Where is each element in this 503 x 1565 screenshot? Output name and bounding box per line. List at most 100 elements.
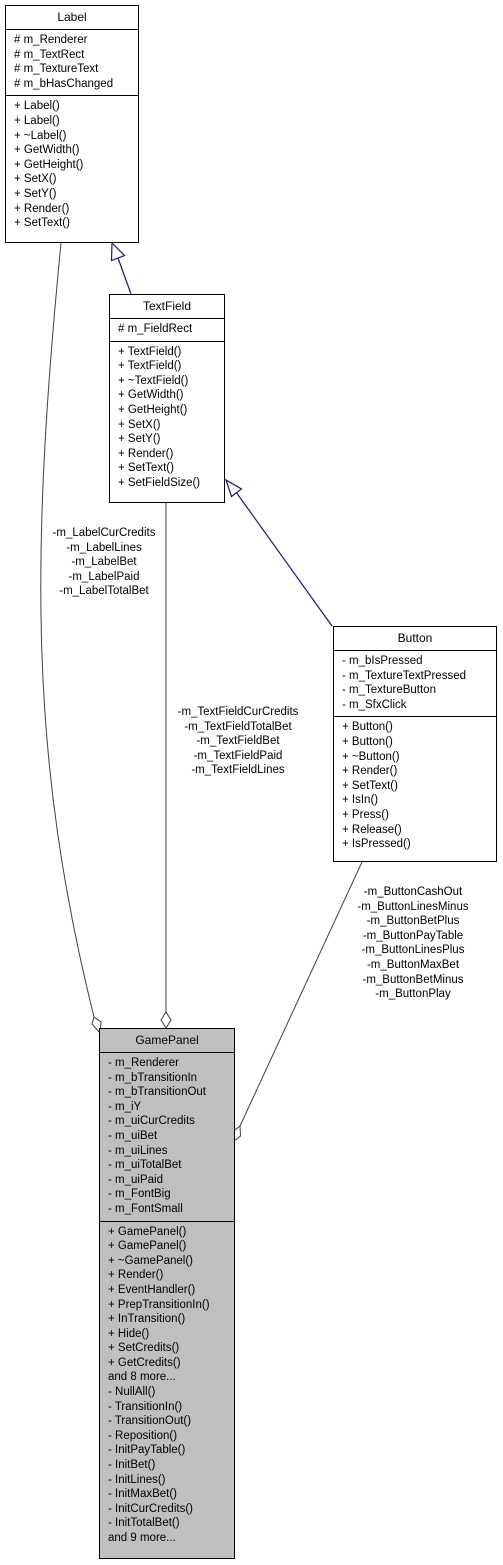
- class-gamepanel-attributes: - m_Renderer - m_bTransitionIn - m_bTran…: [100, 1053, 234, 1221]
- method: + SetText(): [342, 779, 398, 792]
- class-textfield[interactable]: TextField # m_FieldRect + TextField() + …: [109, 294, 225, 503]
- method: - InitPayTable(): [108, 1444, 186, 1457]
- method: + EventHandler(): [108, 1283, 196, 1296]
- method: + SetText(): [14, 217, 70, 230]
- edge-label-line: -m_ButtonBetMinus: [362, 973, 464, 986]
- attribute: - m_TextureTextPressed: [342, 669, 466, 682]
- attribute: - m_uiCurCredits: [108, 1115, 195, 1128]
- method: + SetX(): [14, 173, 57, 186]
- class-textfield-methods: + TextField() + TextField() + ~TextField…: [110, 340, 224, 495]
- method: + Render(): [342, 765, 398, 778]
- attribute: - m_iY: [108, 1100, 142, 1113]
- method: - NullAll(): [108, 1386, 156, 1399]
- attribute: - m_uiLines: [108, 1144, 168, 1157]
- attribute: # m_TextRect: [14, 48, 85, 61]
- method: + Button(): [342, 735, 393, 748]
- method: + ~GamePanel(): [108, 1254, 194, 1267]
- edge-label-line: -m_LabelCurCredits: [52, 527, 156, 539]
- attribute: - m_uiPaid: [108, 1173, 163, 1186]
- edge-label-line: -m_ButtonPlay: [375, 988, 451, 1001]
- edge-label-line: -m_LabelTotalBet: [59, 585, 149, 598]
- class-gamepanel-title: GamePanel: [100, 1029, 234, 1053]
- class-gamepanel[interactable]: GamePanel - m_Renderer - m_bTransitionIn…: [99, 1028, 235, 1559]
- method: + GetHeight(): [118, 403, 188, 416]
- attribute: - m_bIsPressed: [342, 655, 423, 667]
- method: - InitCurCredits(): [108, 1502, 193, 1515]
- method: + SetY(): [14, 187, 57, 200]
- edge-label-line: -m_ButtonLinesMinus: [357, 900, 469, 913]
- class-button-attributes: - m_bIsPressed - m_TextureTextPressed - …: [334, 651, 496, 716]
- method: - InitTotalBet(): [108, 1517, 180, 1530]
- edge-label-line: -m_TextFieldPaid: [193, 749, 283, 762]
- attribute: - m_bTransitionOut: [108, 1086, 206, 1099]
- class-label-methods: + Label() + Label() + ~Label() + GetWidt…: [6, 95, 138, 234]
- method: + IsIn(): [342, 794, 379, 807]
- edge-label-line: -m_ButtonMaxBet: [366, 958, 460, 971]
- method: + GetWidth(): [118, 389, 184, 402]
- method: + PrepTransitionIn(): [108, 1298, 210, 1311]
- method: + IsPressed(): [342, 838, 411, 851]
- attribute: - m_Renderer: [108, 1057, 179, 1069]
- attribute: - m_uiBet: [108, 1129, 158, 1142]
- inheritance-button-textfield: [224, 478, 333, 627]
- method: - TransitionOut(): [108, 1415, 192, 1428]
- method: + ~Button(): [342, 750, 400, 763]
- edge-label-line: -m_TextFieldCurCredits: [177, 706, 299, 718]
- attribute: - m_SfxClick: [342, 698, 407, 711]
- method: - InitLines(): [108, 1473, 166, 1486]
- method: - Reposition(): [108, 1429, 178, 1442]
- attribute: - m_FontBig: [108, 1188, 171, 1201]
- class-button-title: Button: [334, 627, 496, 651]
- method: + SetCredits(): [108, 1342, 180, 1355]
- method: + Press(): [342, 808, 389, 821]
- attribute: # m_Renderer: [14, 34, 88, 46]
- attribute: # m_bHasChanged: [14, 77, 114, 90]
- edge-label-textfield-gamepanel: -m_TextFieldCurCredits -m_TextFieldTotal…: [166, 705, 310, 778]
- method: + GetWidth(): [14, 144, 80, 157]
- edge-label-line: -m_ButtonLinesPlus: [361, 944, 465, 957]
- method: + TextField(): [118, 345, 182, 358]
- method: + Render(): [118, 447, 174, 460]
- method: + TextField(): [118, 360, 182, 373]
- method: + Render(): [108, 1269, 164, 1282]
- class-label[interactable]: Label # m_Renderer # m_TextRect # m_Text…: [5, 5, 139, 243]
- association-label-gamepanel: [40, 242, 102, 1035]
- inheritance-textfield-label: [110, 241, 132, 295]
- attribute: - m_bTransitionIn: [108, 1071, 198, 1084]
- method: - InitMaxBet(): [108, 1488, 178, 1501]
- method: + Label(): [14, 114, 60, 127]
- association-textfield-gamepanel: [160, 503, 172, 1029]
- edge-label-line: -m_LabelPaid: [68, 570, 140, 583]
- edge-label-line: -m_TextFieldTotalBet: [184, 720, 292, 733]
- method: - InitBet(): [108, 1459, 156, 1472]
- class-button-methods: + Button() + Button() + ~Button() + Rend…: [334, 716, 496, 855]
- method: and 9 more...: [108, 1532, 176, 1544]
- class-textfield-title: TextField: [110, 295, 224, 319]
- method: + Release(): [342, 823, 402, 836]
- method: and 8 more...: [108, 1371, 176, 1384]
- method: + GamePanel(): [108, 1240, 187, 1253]
- edge-label-line: -m_ButtonCashOut: [363, 886, 463, 898]
- class-label-title: Label: [6, 6, 138, 30]
- method: + ~Label(): [14, 129, 67, 142]
- method: + SetText(): [118, 462, 174, 475]
- edge-label-line: -m_TextFieldBet: [196, 735, 280, 748]
- method: + Hide(): [108, 1327, 150, 1340]
- attribute: # m_FieldRect: [118, 323, 193, 335]
- edge-label-line: -m_LabelLines: [66, 541, 142, 554]
- method: + SetFieldSize(): [118, 476, 201, 489]
- method: + SetY(): [118, 433, 161, 446]
- method: + GetHeight(): [14, 158, 84, 171]
- attribute: # m_TextureText: [14, 63, 99, 76]
- class-button[interactable]: Button - m_bIsPressed - m_TextureTextPre…: [333, 626, 497, 862]
- method: + InTransition(): [108, 1313, 186, 1326]
- edge-label-line: -m_ButtonPayTable: [362, 929, 464, 942]
- method: + Button(): [342, 721, 393, 734]
- edge-label-line: -m_LabelBet: [71, 556, 137, 569]
- method: + Label(): [14, 100, 60, 113]
- edge-label-button-gamepanel: -m_ButtonCashOut -m_ButtonLinesMinus -m_…: [343, 885, 483, 1002]
- method: - TransitionIn(): [108, 1400, 183, 1413]
- class-label-attributes: # m_Renderer # m_TextRect # m_TextureTex…: [6, 30, 138, 95]
- attribute: - m_FontSmall: [108, 1202, 183, 1215]
- attribute: - m_uiTotalBet: [108, 1159, 182, 1172]
